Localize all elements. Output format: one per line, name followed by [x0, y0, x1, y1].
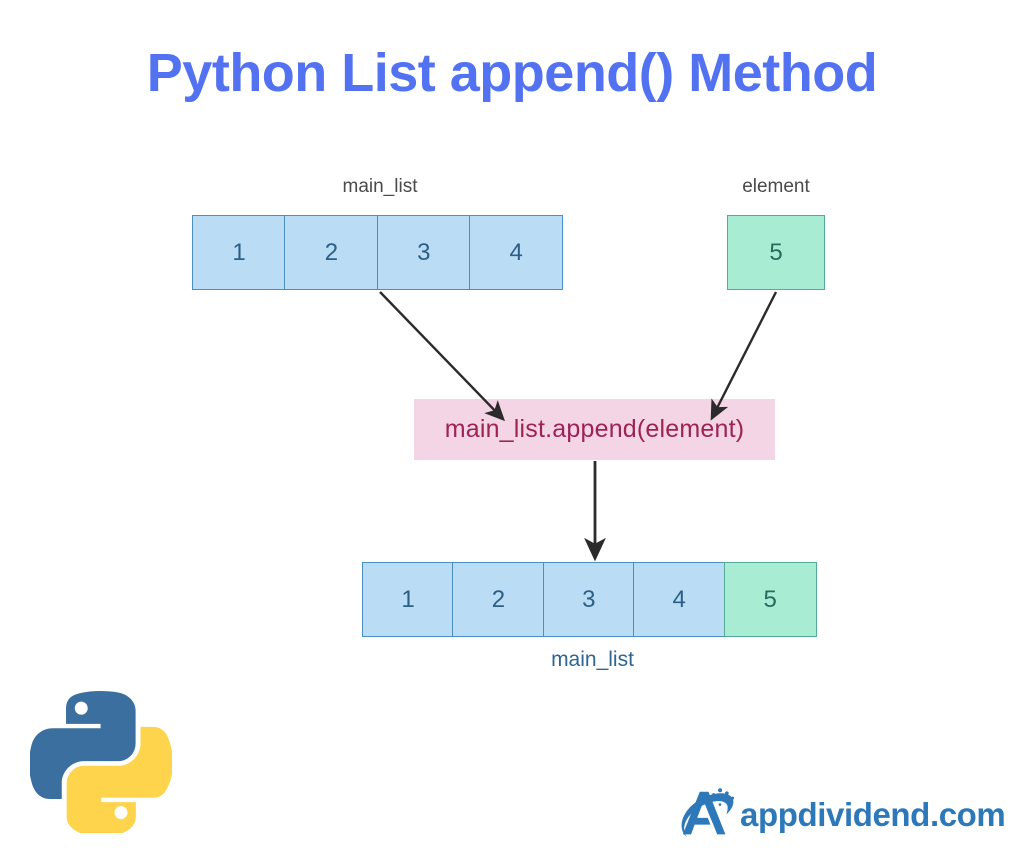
python-logo	[30, 691, 172, 833]
input-list: 1 2 3 4	[192, 215, 564, 290]
result-list-cell: 2	[452, 562, 545, 637]
appdividend-wordmark: appdividend.com	[740, 796, 1006, 833]
result-list-cell: 3	[542, 562, 635, 637]
appdividend-logo[interactable]: appdividend.com	[678, 786, 1006, 844]
input-list-cell: 4	[469, 215, 564, 290]
input-list-label: main_list	[342, 176, 418, 197]
result-list: 1 2 3 4 5	[362, 562, 817, 637]
result-list-cell: 5	[723, 562, 817, 637]
input-list-cell: 3	[376, 215, 471, 290]
method-call-box: main_list.append(element)	[414, 399, 775, 460]
input-list-cell: 1	[192, 215, 286, 290]
appdividend-mark-icon	[681, 788, 735, 838]
result-list-cell: 4	[633, 562, 726, 637]
result-list-cell: 1	[362, 562, 454, 637]
input-element-box: 5	[727, 215, 825, 290]
page-title: Python List append() Method	[146, 43, 878, 103]
result-list-label: main_list	[551, 648, 634, 671]
input-list-cell: 2	[284, 215, 379, 290]
input-element-label: element	[742, 176, 810, 197]
